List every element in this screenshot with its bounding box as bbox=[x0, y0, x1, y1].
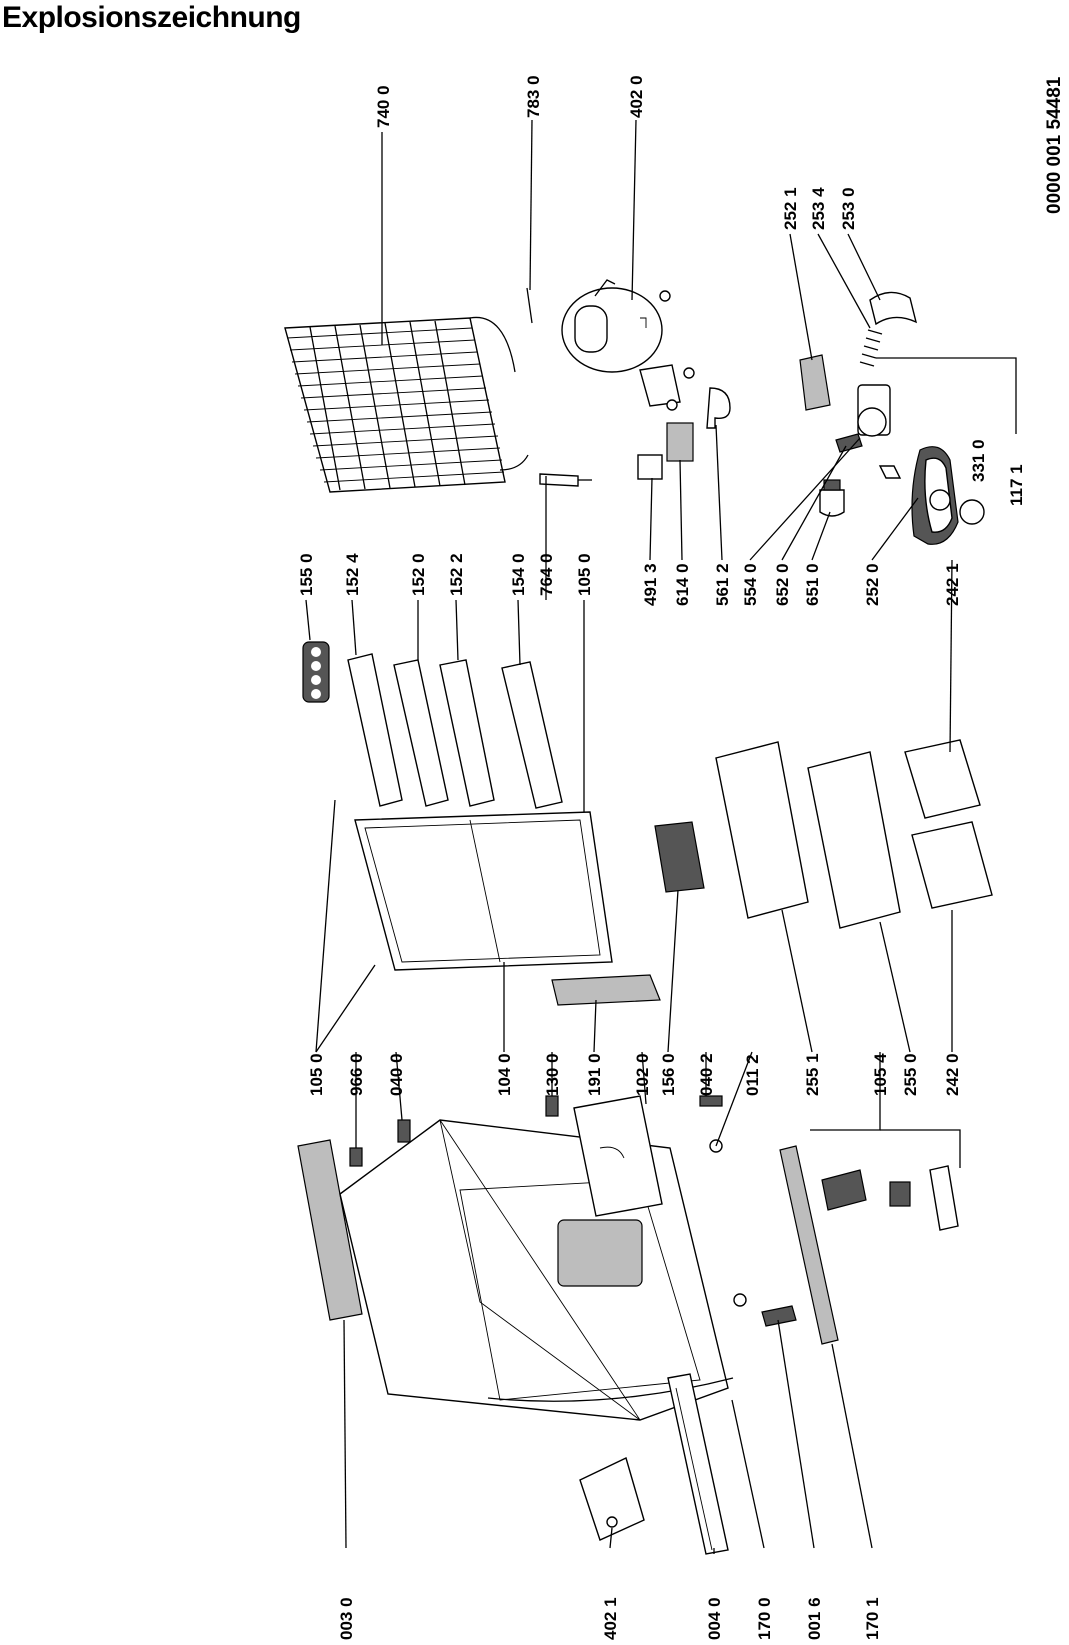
condenser-grid-drawing bbox=[284, 316, 529, 493]
part-label: 156 0 bbox=[659, 1053, 678, 1096]
cabinet-drawing bbox=[339, 1095, 729, 1421]
part-label: 130 0 bbox=[543, 1053, 562, 1096]
lamp-drawing bbox=[819, 479, 845, 517]
part-label: 011 2 bbox=[743, 1054, 762, 1096]
compressor-drawing bbox=[561, 279, 695, 411]
part-label: 253 0 bbox=[839, 187, 858, 230]
part-label: 040 2 bbox=[697, 1053, 716, 1096]
glass-shelves-drawing bbox=[715, 741, 901, 929]
part-label: 040 0 bbox=[387, 1053, 406, 1096]
document-number: 0000 001 54481 bbox=[1044, 76, 1065, 214]
part-label: 105 4 bbox=[871, 1053, 890, 1096]
part-label: 104 0 bbox=[495, 1053, 514, 1096]
back-panel-drawing bbox=[297, 1139, 363, 1321]
part-label: 764 0 bbox=[537, 553, 556, 596]
door-shelves-drawing bbox=[347, 653, 563, 809]
crisper-drawers-drawing bbox=[904, 739, 993, 909]
part-label: 652 0 bbox=[773, 563, 792, 606]
part-label: 783 0 bbox=[524, 75, 543, 118]
lamp-housing-drawing bbox=[878, 446, 959, 545]
bracket-drawing bbox=[761, 1305, 797, 1327]
part-label: 331 0 bbox=[969, 439, 988, 482]
part-label: 003 0 bbox=[337, 1597, 356, 1640]
part-label: 614 0 bbox=[673, 563, 692, 606]
leader-lines bbox=[305, 119, 1017, 1554]
valve-drawing bbox=[539, 473, 592, 487]
hinge-parts-drawing bbox=[349, 1095, 559, 1167]
gasket-strip-drawing bbox=[551, 974, 661, 1006]
part-label: 966 0 bbox=[347, 1053, 366, 1096]
part-label: 252 1 bbox=[781, 187, 800, 230]
part-label: 152 2 bbox=[447, 553, 466, 596]
part-label: 554 0 bbox=[741, 563, 760, 606]
part-label: 191 0 bbox=[585, 1053, 604, 1096]
rail-and-hinge-set-drawing bbox=[779, 1145, 959, 1345]
part-label: 242 1 bbox=[943, 563, 962, 606]
part-label: 004 0 bbox=[705, 1597, 724, 1640]
part-labels: 740 0 783 0 402 0 252 1 253 4 253 0 117 … bbox=[297, 75, 1026, 1640]
part-label: 740 0 bbox=[374, 85, 393, 128]
knob-drawing bbox=[959, 499, 985, 525]
capillary-tube-drawing bbox=[526, 287, 533, 324]
ice-tray-drawing bbox=[654, 821, 705, 893]
egg-tray-drawing bbox=[302, 641, 330, 703]
part-label: 242 0 bbox=[943, 1053, 962, 1096]
part-label: 252 0 bbox=[863, 563, 882, 606]
part-label: 152 0 bbox=[409, 553, 428, 596]
part-label: 561 2 bbox=[713, 563, 732, 606]
part-label: 170 1 bbox=[863, 1597, 882, 1640]
relay-parts-drawing bbox=[637, 387, 731, 480]
part-label: 001 6 bbox=[805, 1597, 824, 1640]
part-label: 651 0 bbox=[803, 563, 822, 606]
part-label: 402 0 bbox=[627, 75, 646, 118]
part-label: 255 0 bbox=[901, 1053, 920, 1096]
part-label: 170 0 bbox=[755, 1597, 774, 1640]
page-title: Explosionszeichnung bbox=[2, 1, 301, 34]
part-label: 154 0 bbox=[509, 553, 528, 596]
part-label: 152 4 bbox=[343, 553, 362, 596]
part-label: 117 1 bbox=[1007, 464, 1026, 506]
spring-and-cap-drawing bbox=[859, 291, 918, 367]
lower-parts-drawing bbox=[487, 1373, 734, 1555]
thermostat-drawing bbox=[835, 384, 891, 453]
cover-plate-drawing bbox=[799, 354, 831, 411]
part-label: 105 0 bbox=[307, 1053, 326, 1096]
part-label: 155 0 bbox=[297, 553, 316, 596]
part-label: 255 1 bbox=[803, 1053, 822, 1096]
part-label: 105 0 bbox=[575, 553, 594, 596]
part-label: 102 0 bbox=[633, 1053, 652, 1096]
part-label: 402 1 bbox=[601, 1597, 620, 1640]
door-drawing bbox=[354, 811, 613, 971]
part-label: 491 3 bbox=[641, 563, 660, 606]
part-label: 253 4 bbox=[809, 187, 828, 230]
